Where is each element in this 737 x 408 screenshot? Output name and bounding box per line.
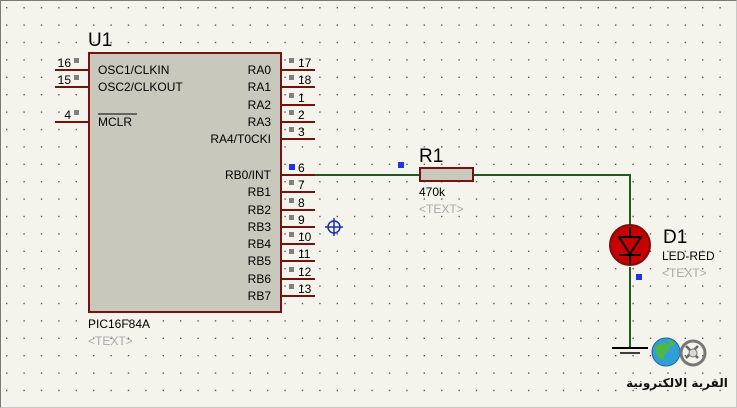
pin-number: 17 [298,56,312,70]
led-text-placeholder: <TEXT> [662,266,707,280]
pin-label: RA2 [248,98,272,112]
mcu-pin-13[interactable]: 13 RB7 [248,282,315,303]
pin-number: 8 [298,196,305,210]
pin-label: RA1 [248,80,272,94]
pin-label: RB0/INT [225,168,272,182]
microcontroller-u1[interactable]: U1 16 OSC1/CLKIN 15 OSC2/CLKOUT 4 MCLR 1… [55,30,315,348]
pin-number: 15 [58,73,72,87]
crosshair-cursor-icon [325,218,343,236]
resistor-ref-label: R1 [419,146,443,167]
mcu-pin-3[interactable]: 3 RA4/T0CKI [210,125,315,146]
pin-number: 11 [298,247,311,261]
pin-number: 13 [298,282,312,296]
mcu-pin-6[interactable]: 6 RB0/INT [225,161,315,182]
mcu-text-placeholder: <TEXT> [88,334,133,348]
mcu-part-label: PIC16F84A [88,317,150,331]
wire-net[interactable] [315,174,631,348]
mcu-pin-12[interactable]: 12 RB6 [248,265,315,286]
mcu-pin-7[interactable]: 7 RB1 [248,178,315,199]
led-d1[interactable]: D1 LED-RED <TEXT> [609,224,715,280]
resistor-r1[interactable]: R1 470k <TEXT> [398,146,474,216]
pin-number: 2 [298,108,305,122]
pin-number: 6 [298,161,305,175]
pin-number: 1 [298,91,305,105]
mcu-pin-2[interactable]: 2 RA3 [248,108,315,129]
resistor-body[interactable] [419,167,474,182]
pin-label: RB7 [248,289,272,303]
pin-label: RB5 [248,254,272,268]
mcu-pin-18[interactable]: 18 RA1 [248,73,315,94]
mcu-pin-8[interactable]: 8 RB2 [248,196,315,217]
resistor-origin-marker [398,162,404,168]
pin-number: 10 [298,230,312,244]
logo-icon [651,337,707,367]
pin-label: OSC1/CLKIN [98,63,169,77]
mcu-pin-4[interactable]: 4 MCLR [55,108,137,129]
led-part-label: LED-RED [662,249,715,263]
ground-icon[interactable] [612,347,648,354]
pin-label: RA4/T0CKI [210,132,271,146]
mcu-pin-10[interactable]: 10 RB4 [248,230,315,251]
pin-number: 4 [64,108,71,122]
pin-label: OSC2/CLKOUT [98,80,183,94]
pin-number: 7 [298,178,305,192]
wire-r1-to-d1[interactable] [474,174,631,225]
pin-number: 18 [298,73,312,87]
resistor-text-placeholder: <TEXT> [419,202,464,216]
pin-label: RB2 [248,203,272,217]
pin-label: RB3 [248,220,272,234]
pin-label: RA0 [248,63,272,77]
pin-label: RB4 [248,237,272,251]
mcu-pin-16[interactable]: 16 OSC1/CLKIN [55,56,169,77]
pin-connection-marker [289,164,295,170]
pin-number: 3 [298,125,305,139]
mcu-pin-17[interactable]: 17 RA0 [248,56,315,77]
mcu-pin-11[interactable]: 11 RB5 [248,247,315,268]
pin-number: 12 [298,265,312,279]
pin-number: 16 [58,56,72,70]
pin-label: RA3 [248,115,272,129]
pin-label: MCLR [98,115,132,129]
resistor-value-label: 470k [419,185,446,199]
mcu-body[interactable] [88,52,282,313]
led-origin-marker [636,274,642,280]
pin-number: 9 [298,213,305,227]
mcu-pin-1[interactable]: 1 RA2 [248,91,315,112]
mcu-pin-9[interactable]: 9 RB3 [248,213,315,234]
led-ref-label: D1 [663,227,687,248]
pin-label: RB1 [248,185,272,199]
mcu-pin-15[interactable]: 15 OSC2/CLKOUT [55,73,183,94]
mcu-ref-label: U1 [88,30,112,51]
logo-caption: القرية الالكترونية [626,376,728,390]
pin-label: RB6 [248,272,272,286]
